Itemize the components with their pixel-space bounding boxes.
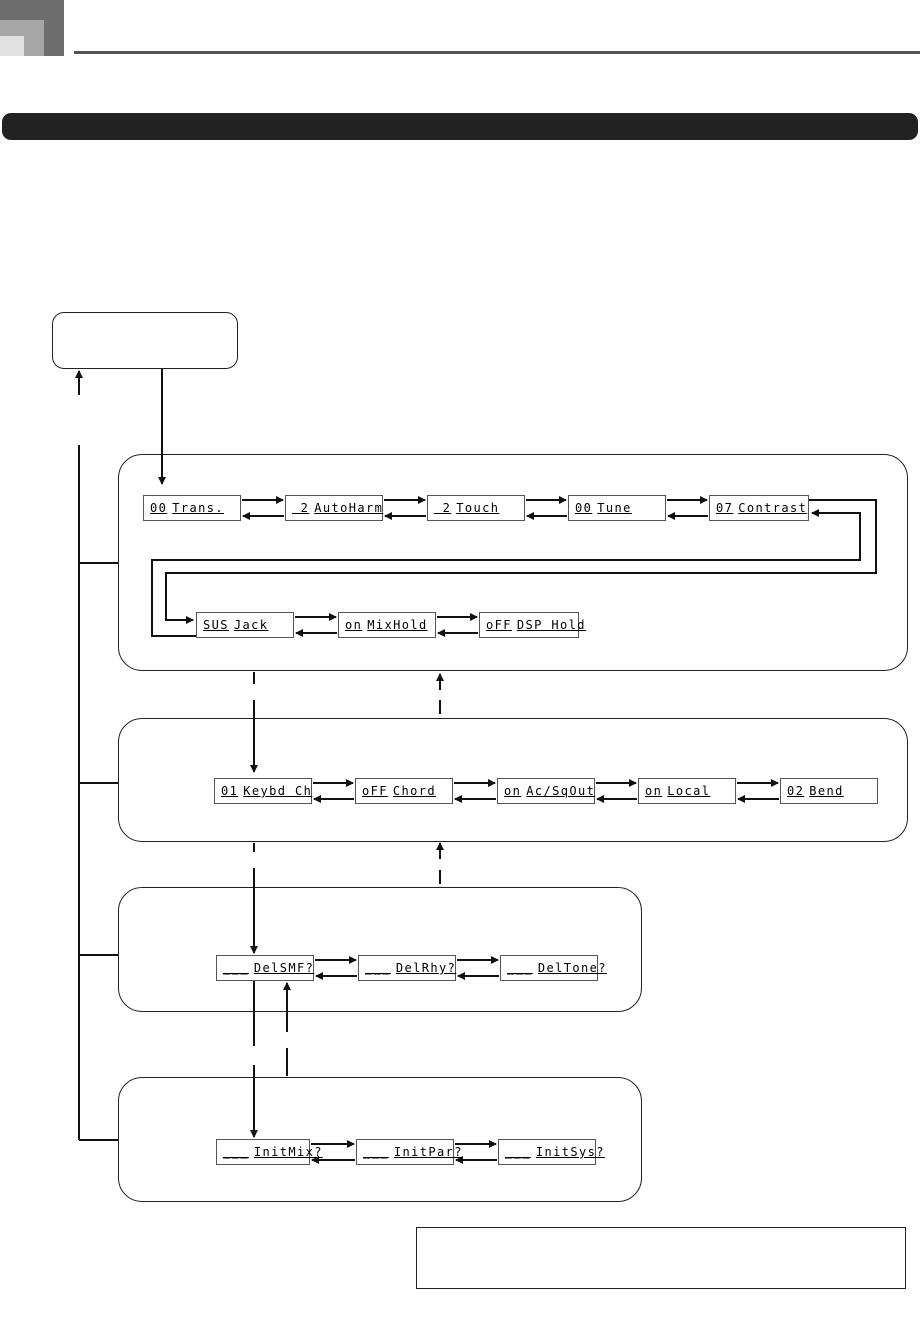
arrow-wrap-forward [165,499,877,624]
lcd-initsys[interactable]: ___InitSys? [498,1139,603,1165]
section-title-bar [2,113,918,140]
lcd-delrhy[interactable]: ___DelRhy? [358,955,456,981]
lcd-delsmf[interactable]: ___DelSMF? [216,955,314,981]
corner-tab-light [0,36,24,56]
arrow-wrap-back [151,509,861,637]
header-rule [74,51,920,54]
lcd-initmix[interactable]: ___InitMix? [216,1139,321,1165]
start-box [52,312,238,369]
lcd-initpar[interactable]: ___InitPar? [356,1139,461,1165]
group-3-box [118,887,642,1012]
note-box [416,1227,906,1289]
lcd-deltone[interactable]: ___DelTone? [500,955,605,981]
